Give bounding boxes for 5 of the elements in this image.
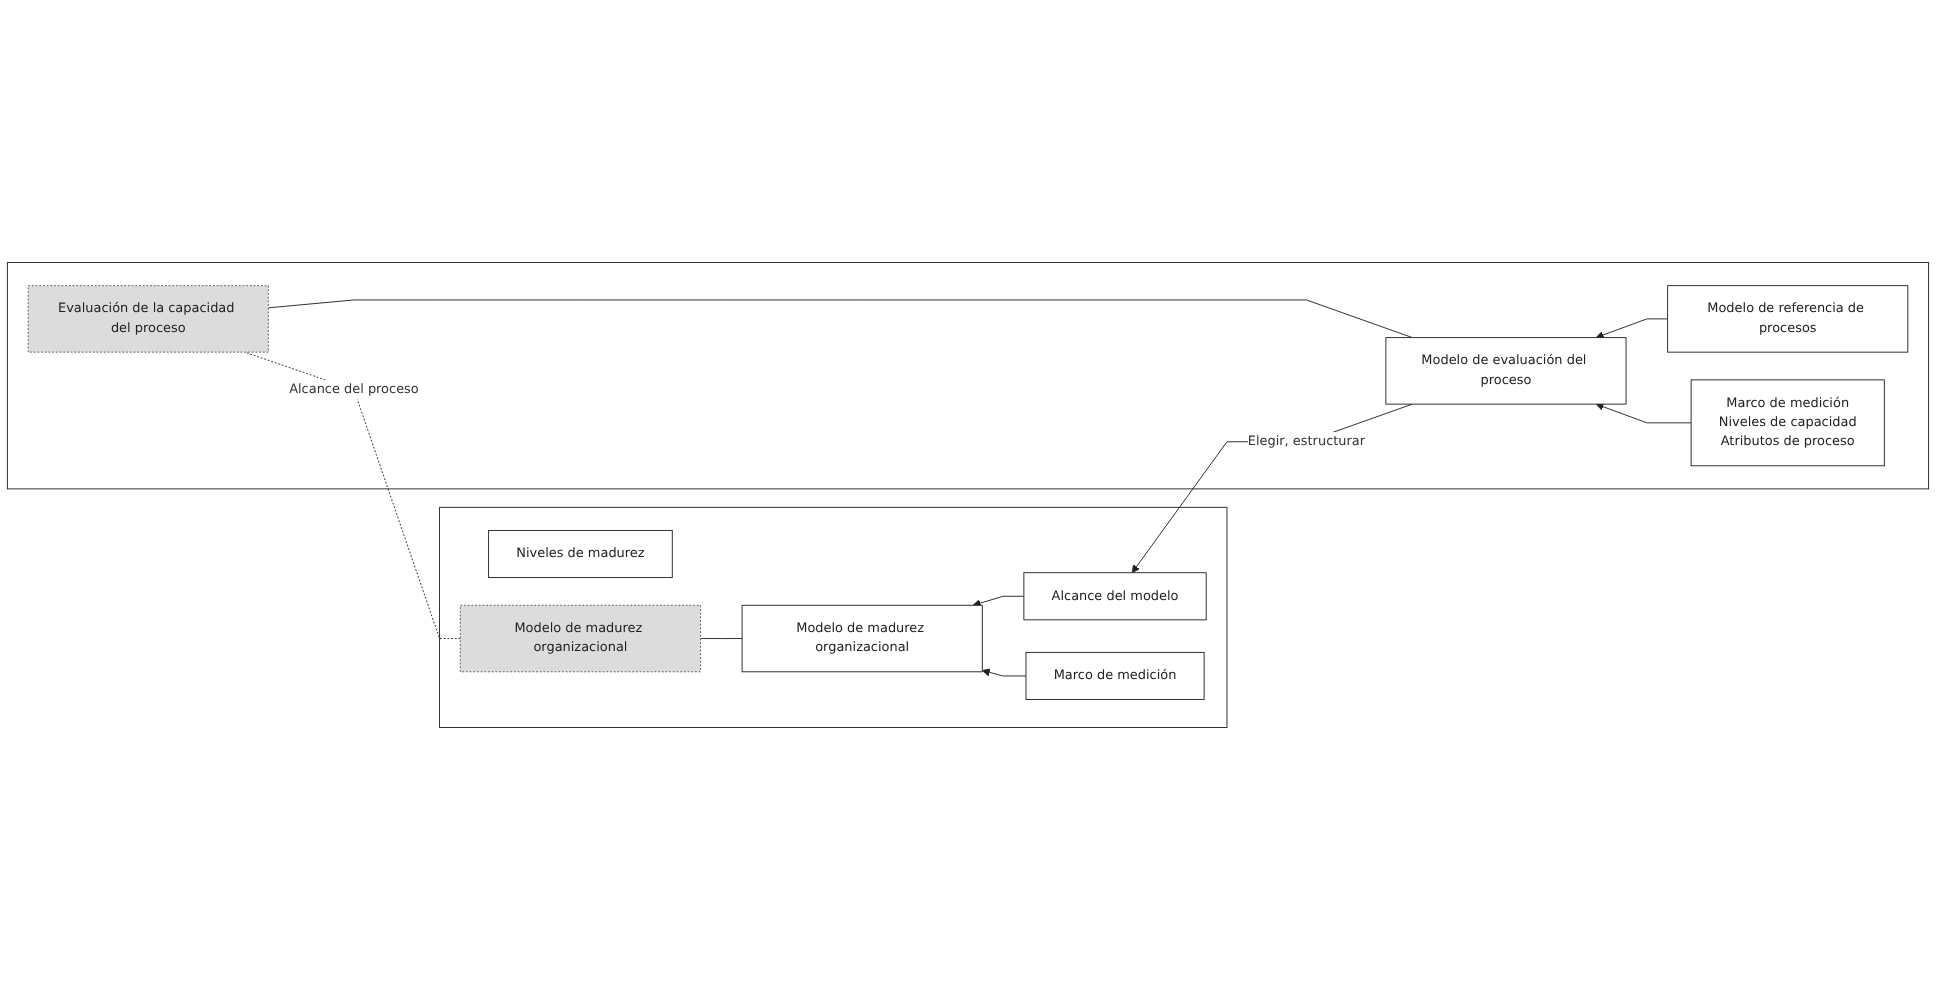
connector bbox=[700, 638, 743, 639]
connector bbox=[244, 351, 461, 639]
cluster bbox=[439, 506, 1228, 728]
cluster bbox=[6, 262, 1930, 490]
connector bbox=[267, 299, 1413, 339]
